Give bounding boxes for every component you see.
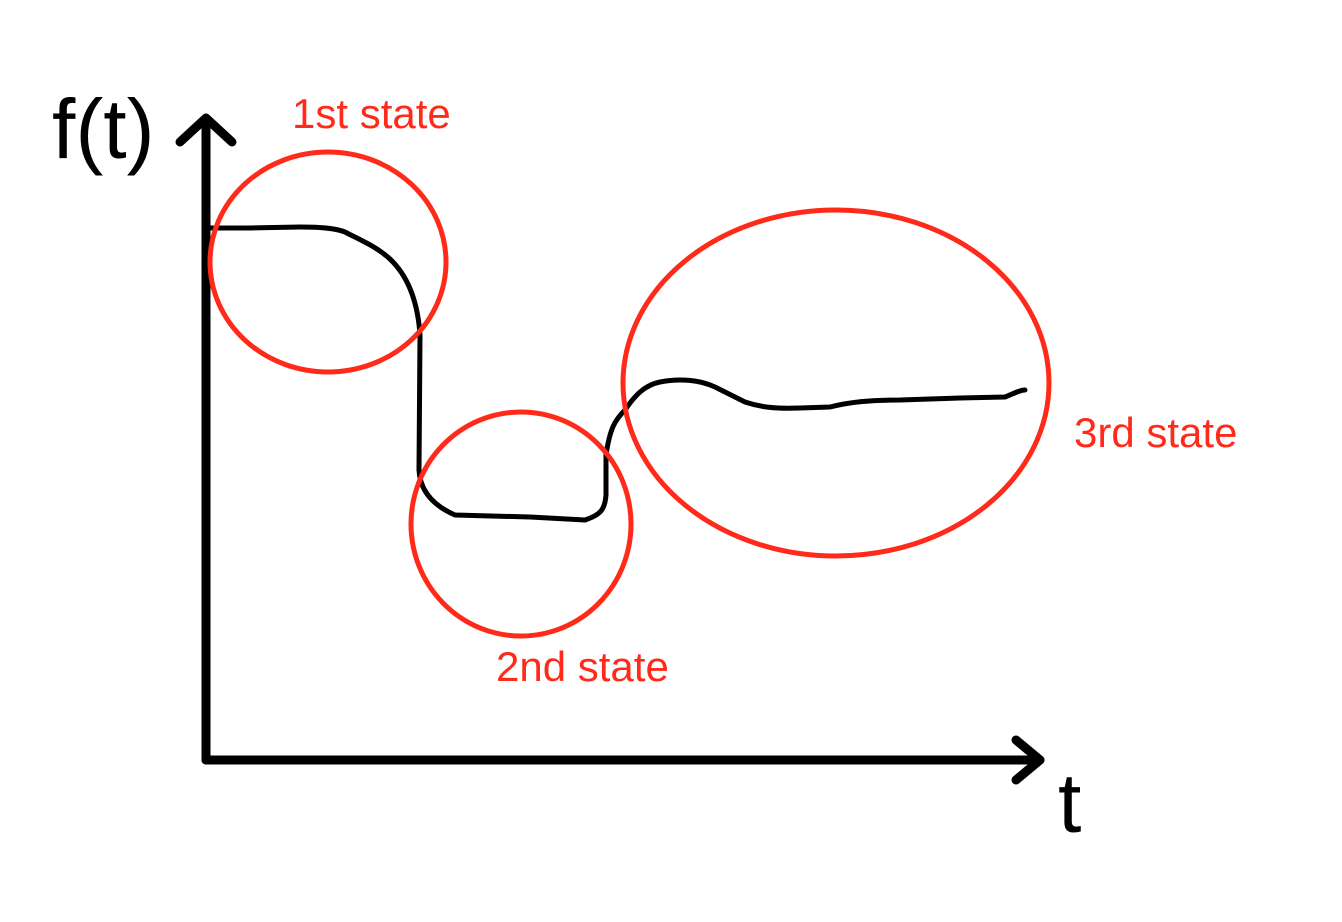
state-3-highlight <box>620 207 1052 559</box>
signal-curve <box>207 224 1028 523</box>
state-3-label: 3rd state <box>1074 409 1237 456</box>
x-axis-label: t <box>1058 756 1081 850</box>
state-highlights <box>207 149 1052 639</box>
state-2-label: 2nd state <box>496 643 669 690</box>
state-1-label: 1st state <box>292 90 451 137</box>
state-2-highlight <box>408 409 634 639</box>
y-axis-label: f(t) <box>52 82 155 176</box>
axes <box>175 113 1045 785</box>
state-1-highlight <box>207 149 449 375</box>
x-axis-arrowhead <box>1011 735 1045 785</box>
y-axis-arrowhead <box>175 113 237 147</box>
